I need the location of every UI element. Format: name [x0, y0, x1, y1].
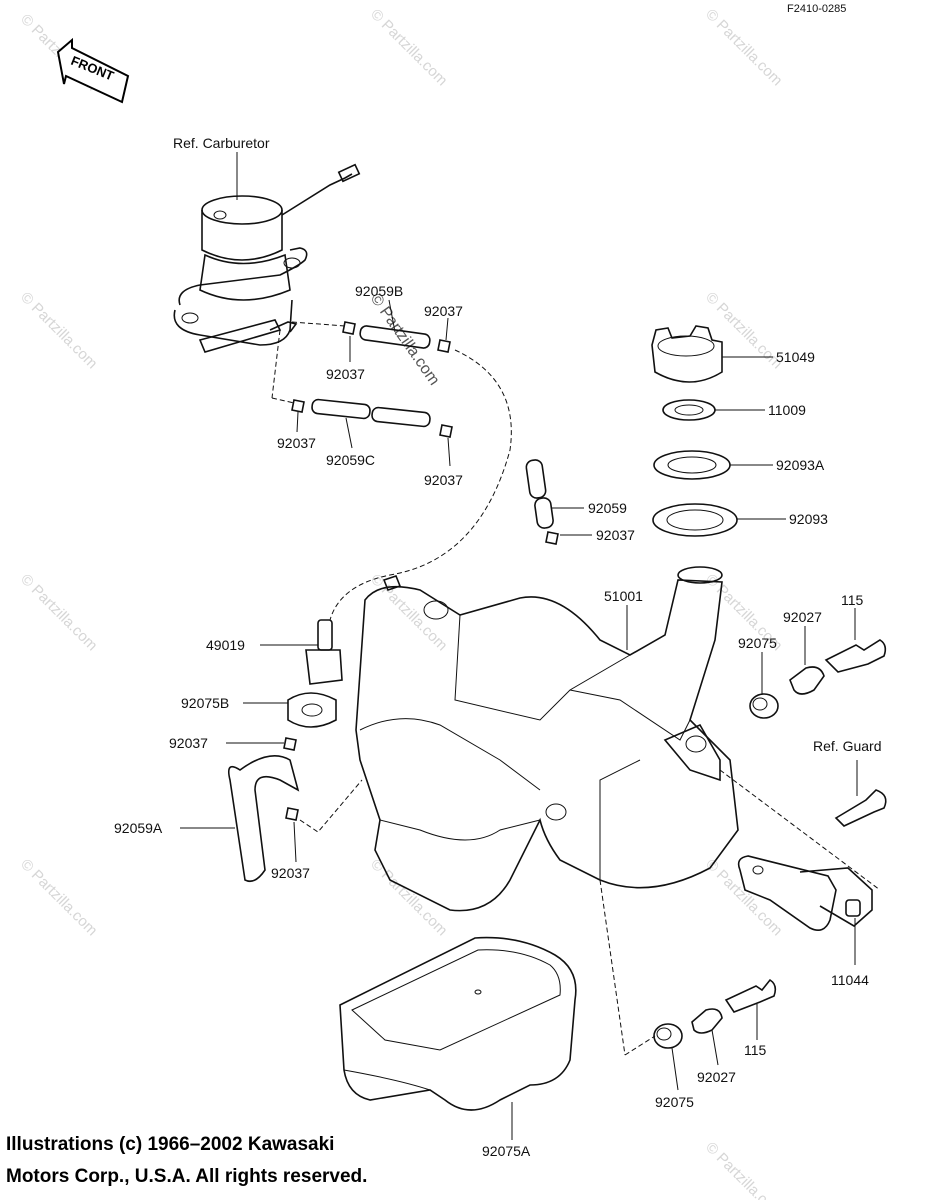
watermark: © Partzilla.com [367, 571, 450, 654]
callout-92037: 92037 [277, 435, 316, 451]
tank-tray [339, 936, 577, 1111]
watermark-layer: © Partzilla.com © Partzilla.com © Partzi… [17, 6, 785, 1200]
callout-92075: 92075 [655, 1094, 694, 1110]
callout-92059b: 92059B [355, 283, 403, 299]
watermark: © Partzilla.com [702, 856, 785, 939]
callout-92059: 92059 [588, 500, 627, 516]
guard-mount [599, 769, 887, 1056]
watermark: © Partzilla.com [17, 856, 100, 939]
callout-92093a: 92093A [776, 457, 825, 473]
callout-labels: Ref. Carburetor 92059B 92037 92037 92037… [114, 135, 881, 1159]
watermark: © Partzilla.com [702, 6, 785, 89]
watermark: © Partzilla.com [702, 289, 785, 372]
diagram-code: F2410-0285 [787, 3, 846, 15]
watermark: © Partzilla.com [367, 856, 450, 939]
callout-115: 115 [744, 1042, 767, 1058]
hose-set-upper [271, 321, 453, 438]
mounting-hardware-lower [624, 978, 777, 1056]
callout-92093: 92093 [789, 511, 828, 527]
callout-92037: 92037 [424, 303, 463, 319]
fuel-filter-assembly [227, 619, 363, 883]
callout-11044: 11044 [831, 972, 869, 988]
watermark: © Partzilla.com [17, 571, 100, 654]
leader-lines [180, 152, 858, 1140]
oil-tank [355, 579, 739, 912]
callout-92059a: 92059A [114, 820, 163, 836]
callout-92027: 92027 [697, 1069, 736, 1085]
callout-115: 115 [841, 592, 864, 608]
callout-92059c: 92059C [326, 452, 375, 468]
callout-92037: 92037 [596, 527, 635, 543]
callout-92075: 92075 [738, 635, 777, 651]
callout-92027: 92027 [783, 609, 822, 625]
mounting-hardware-upper [749, 639, 887, 719]
callout-49019: 49019 [206, 637, 245, 653]
copyright-line-2: Motors Corp., U.S.A. All rights reserved… [6, 1166, 367, 1187]
callout-11009: 11009 [768, 402, 806, 418]
callout-92075b: 92075B [181, 695, 229, 711]
callout-92037: 92037 [326, 366, 365, 382]
callout-92075a: 92075A [482, 1143, 531, 1159]
callout-92037: 92037 [169, 735, 208, 751]
watermark: © Partzilla.com [17, 289, 100, 372]
callout-51049: 51049 [776, 349, 815, 365]
front-arrow-icon: FRONT [56, 37, 130, 104]
callout-92037: 92037 [271, 865, 310, 881]
callout-51001: 51001 [604, 588, 643, 604]
callout-92037: 92037 [424, 472, 463, 488]
callout-ref-carburetor: Ref. Carburetor [173, 135, 270, 151]
callout-ref-guard: Ref. Guard [813, 738, 881, 754]
fuel-pump [173, 163, 361, 353]
watermark: © Partzilla.com [702, 1139, 785, 1200]
copyright-line-1: Illustrations (c) 1966–2002 Kawasaki [6, 1134, 334, 1155]
watermark: © Partzilla.com [367, 6, 450, 89]
filler-cap-stack [651, 325, 738, 584]
